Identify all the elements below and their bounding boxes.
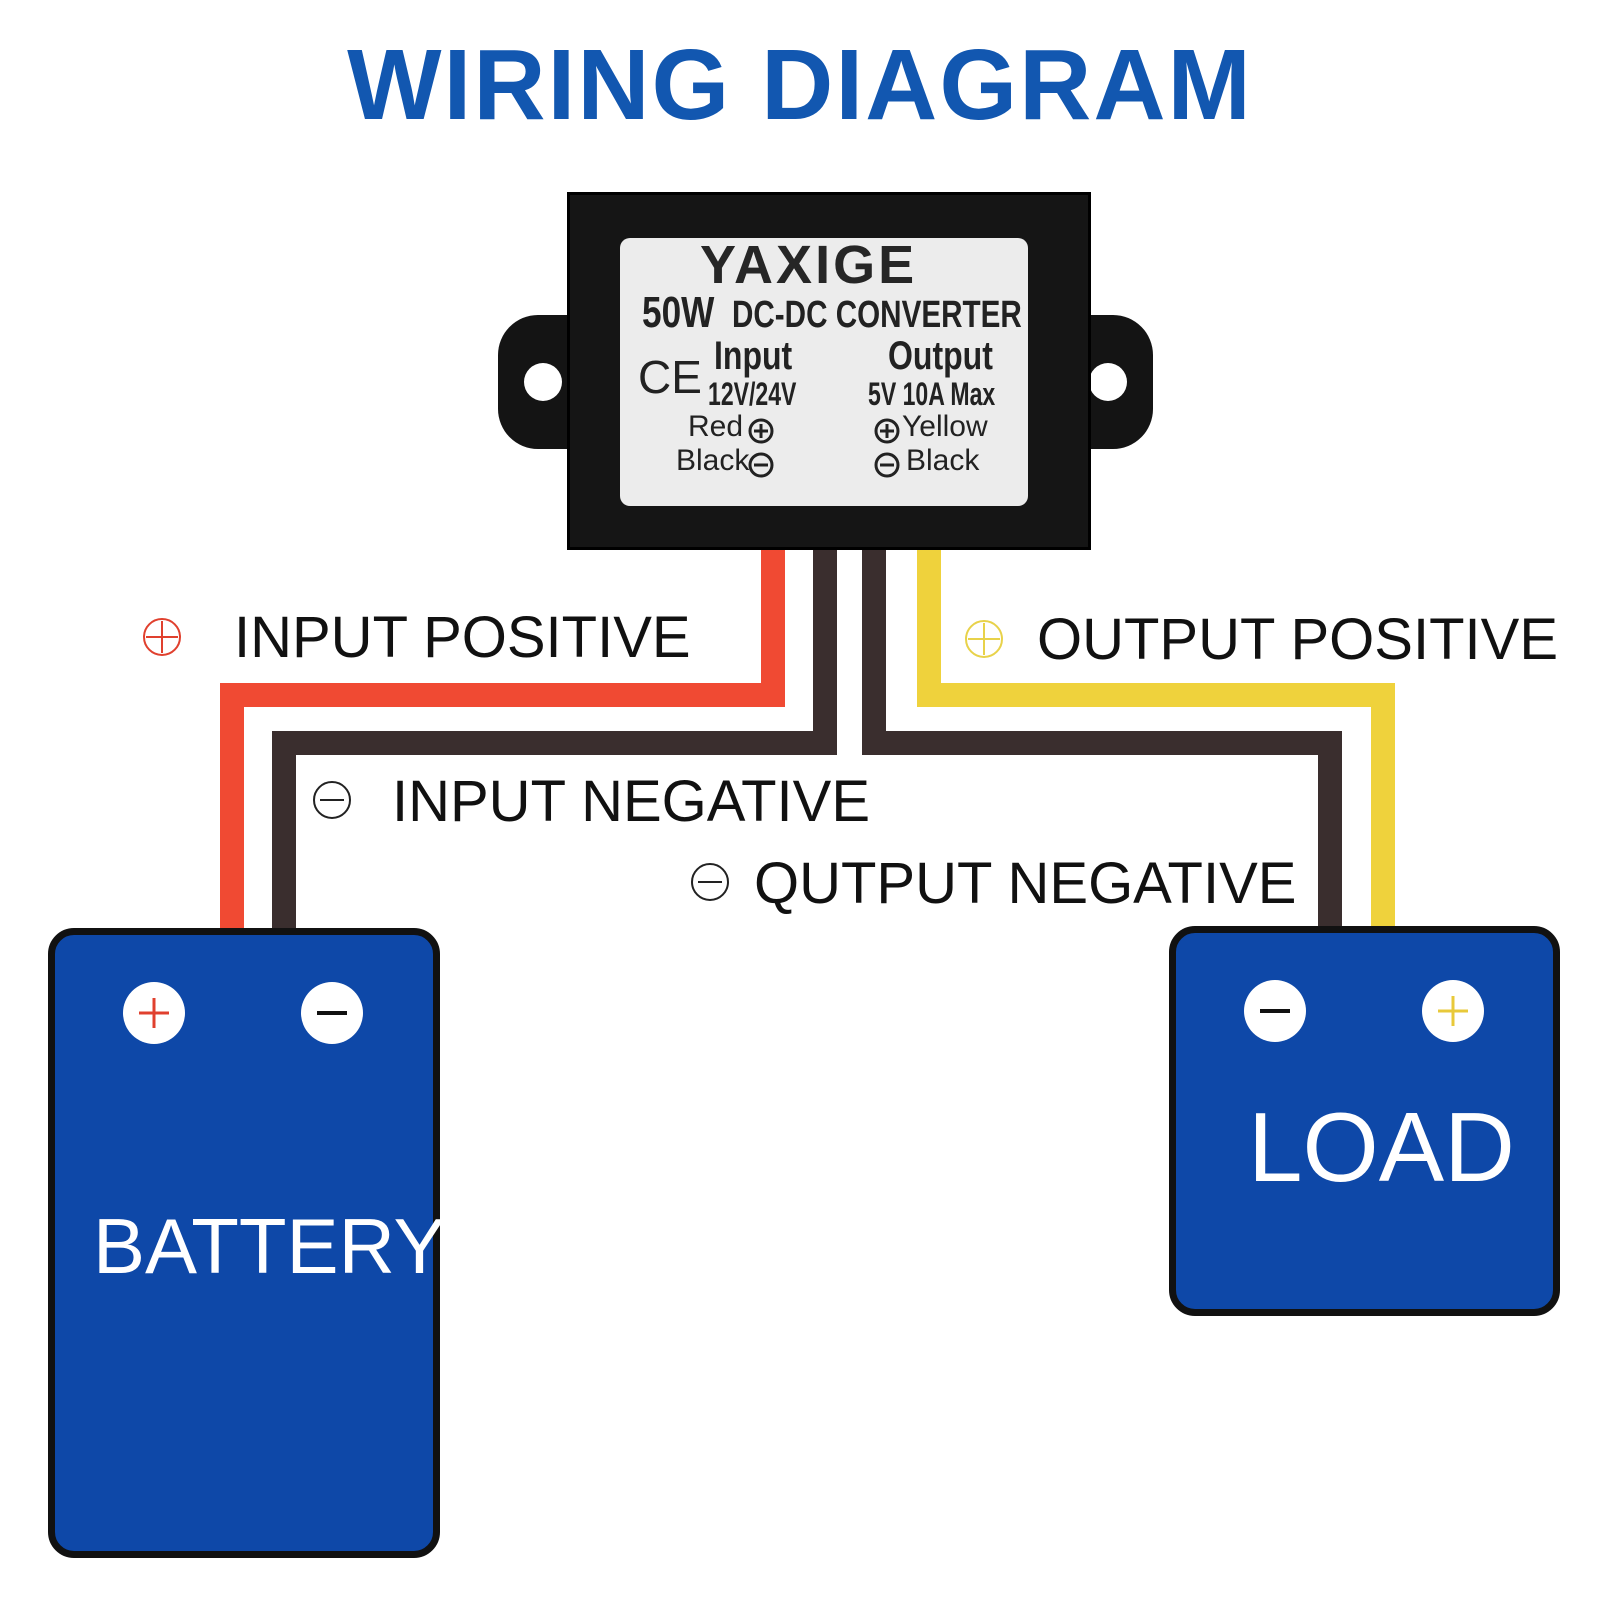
brand-name: YAXIGE (700, 235, 918, 295)
plus-circle-icon (748, 418, 774, 444)
output-heading: Output (888, 334, 993, 378)
input-negative-label: INPUT NEGATIVE (392, 769, 871, 834)
power-rating: 50W (642, 288, 715, 337)
minus-circle-icon (1260, 1009, 1290, 1013)
input-negative-wire-color: Black (676, 444, 749, 478)
input-voltage: 12V/24V (708, 376, 797, 412)
load-label: LOAD (1248, 1092, 1515, 1202)
plus-circle-icon (965, 620, 1003, 658)
converter-label-plate: YAXIGE 50W DC-DC CONVERTER CE Input Outp… (620, 235, 1028, 506)
minus-circle-icon (748, 452, 774, 478)
wire-color-label: Yellow (902, 410, 988, 443)
output-rating: 5V 10A Max (868, 376, 996, 412)
minus-circle-icon (317, 1011, 347, 1015)
wire-color-label: Black (906, 444, 980, 477)
output-positive-wire (917, 540, 1395, 935)
output-positive-wire-color: Yellow (902, 410, 988, 444)
wire-color-label: Red (688, 410, 744, 443)
battery-label: BATTERY (93, 1202, 446, 1290)
input-positive-wire-color: Red (688, 410, 743, 444)
ce-mark: CE (638, 351, 702, 403)
input-positive-label: INPUT POSITIVE (234, 605, 691, 670)
mounting-hole-icon (1089, 363, 1127, 401)
battery: BATTERY (48, 928, 446, 1558)
plus-circle-icon (1438, 996, 1468, 1026)
input-heading: Input (714, 334, 793, 378)
model-name: DC-DC CONVERTER (732, 294, 1022, 336)
minus-circle-icon (691, 863, 729, 901)
output-negative-wire-color: Black (906, 444, 979, 478)
mounting-hole-icon (524, 363, 562, 401)
output-negative-label: QUTPUT NEGATIVE (754, 851, 1297, 916)
output-negative-wire (862, 540, 1342, 935)
plus-circle-icon (143, 618, 181, 656)
wire-color-label: Black (676, 444, 750, 477)
load: LOAD (1169, 926, 1560, 1316)
diagram-title: WIRING DIAGRAM (347, 29, 1253, 141)
minus-circle-icon (313, 781, 351, 819)
load-positive-terminal (1422, 980, 1484, 1042)
minus-circle-icon (874, 452, 900, 478)
battery-negative-terminal (301, 982, 363, 1044)
input-negative-wire (272, 540, 837, 935)
load-negative-terminal (1244, 980, 1306, 1042)
plus-circle-icon (139, 998, 169, 1028)
output-positive-label: OUTPUT POSITIVE (1037, 607, 1559, 672)
input-positive-wire (220, 540, 785, 935)
battery-positive-terminal (123, 982, 185, 1044)
plus-circle-icon (874, 418, 900, 444)
